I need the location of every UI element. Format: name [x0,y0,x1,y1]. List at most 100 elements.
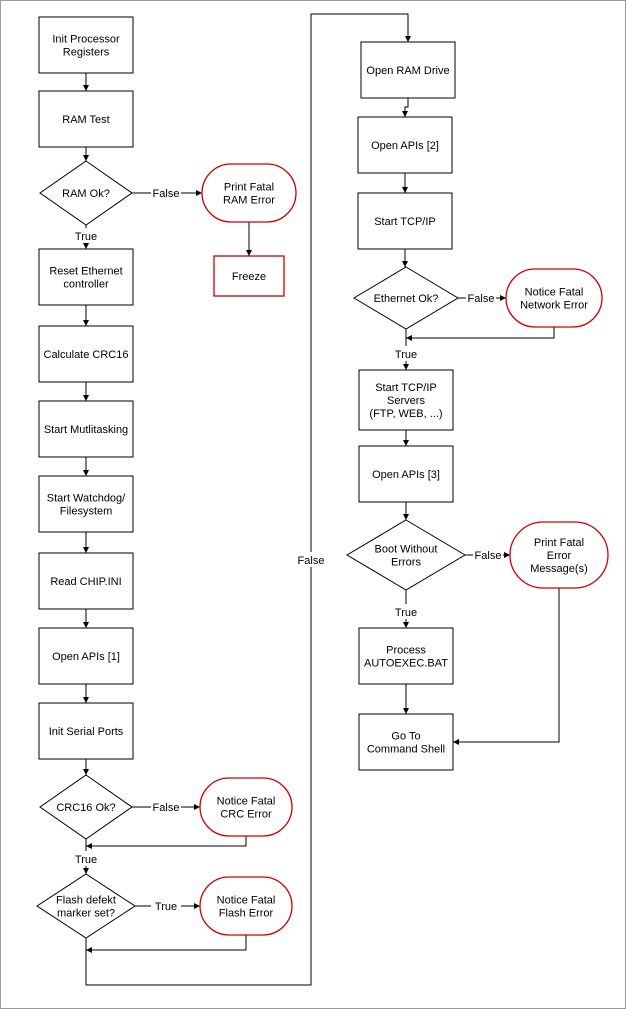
node-label: Open APIs [2] [371,140,439,152]
process-box [357,192,453,250]
process-box [38,702,134,760]
node-label: marker set? [57,908,115,920]
node-label: Notice Fatal [217,796,276,808]
node-start-wd: Start Watchdog/Filesystem [38,475,134,533]
node-label: Command Shell [367,744,445,756]
node-label: Open RAM Drive [366,65,449,77]
node-label: RAM Error [223,195,275,207]
node-label: Init Processor [52,34,120,46]
node-freeze: Freeze [213,255,285,297]
node-label: Print Fatal [224,182,274,194]
edge-label-bg [151,185,181,200]
terminal-box [213,255,285,297]
node-label: Go To [391,731,420,743]
node-read-chip: Read CHIP.INI [38,552,134,610]
node-init-serial: Init Serial Ports [38,702,134,760]
decision-diamond [39,160,133,226]
connector-connector-open_ram [85,13,411,986]
node-label: RAM Ok? [62,188,110,200]
node-label: Ethernet Ok? [374,293,439,305]
node-open-ram: Open RAM Drive [360,41,456,99]
error-display-shape [199,777,293,837]
process-box [38,16,134,74]
connector-notice_flash-return [86,935,247,953]
node-open-apis-2: Open APIs [2] [357,116,453,174]
edge-label-ram-false: False [153,188,180,200]
process-box [38,475,134,533]
node-label: Start Watchdog/ [47,493,126,505]
process-box [38,552,134,610]
edge-label-connector-false: False [298,555,325,567]
edge-label-bg [296,552,326,567]
node-label: Calculate CRC16 [44,349,129,361]
node-start-tcp: Start TCP/IP [357,192,453,250]
connector-notice_crc-return [86,836,247,849]
node-label: Print Fatal [534,537,584,549]
edge-label-boot-false: False [475,550,502,562]
process-box [360,41,456,99]
connector-notice_net-return [406,327,555,341]
edge-label-bg [466,290,496,305]
edge-label-boot-true: True [395,607,417,619]
node-crc-ok: CRC16 Ok? [39,774,133,840]
error-display-shape [201,163,297,223]
process-box [358,713,454,771]
node-label: Flash Error [219,908,274,920]
node-label: Process [386,645,426,657]
node-label: Open APIs [1] [52,651,120,663]
edge-label-bg [71,228,101,243]
node-ram-test: RAM Test [38,90,134,148]
node-label: CRC16 Ok? [56,802,115,814]
process-box [358,445,454,503]
edge-label-eth-false: False [468,293,495,305]
edge-label-bg [151,799,181,814]
connector-open_ram-open_apis_2 [402,98,409,117]
node-ram-ok: RAM Ok? [39,160,133,226]
edge-label-eth-true: True [395,349,417,361]
node-label: Notice Fatal [525,287,584,299]
node-open-apis-3: Open APIs [3] [358,445,454,503]
edge-label-bg [71,851,101,866]
process-box [357,116,453,174]
node-label: Start TCP/IP [375,382,437,394]
edge-label-bg [151,898,181,913]
process-box [38,248,134,306]
edge-label-flash-true: True [155,901,177,913]
node-label: Freeze [232,271,266,283]
node-label: Start TCP/IP [374,216,436,228]
process-box [358,369,454,431]
node-label: Filesystem [60,506,113,518]
node-open-apis-1: Open APIs [1] [38,627,134,685]
node-label: Servers [387,395,425,407]
node-label: CRC Error [220,809,272,821]
process-box [38,90,134,148]
node-start-multi: Start Mutlitasking [38,400,134,458]
node-label: Notice Fatal [217,895,276,907]
process-box [38,400,134,458]
edge-label-bg [391,346,421,361]
node-label: controller [63,279,109,291]
error-display-shape [199,876,293,936]
edge-label-crc-false: False [153,802,180,814]
node-label: Boot Without [375,544,438,556]
edge-label-crc-true: True [75,854,97,866]
edge-label-bg [473,547,503,562]
node-label: Errors [391,557,421,569]
node-label: Open APIs [3] [372,469,440,481]
node-label: Network Error [520,300,588,312]
decision-diamond [36,873,136,939]
node-label: RAM Test [62,114,109,126]
node-label: (FTP, WEB, ...) [369,408,442,420]
